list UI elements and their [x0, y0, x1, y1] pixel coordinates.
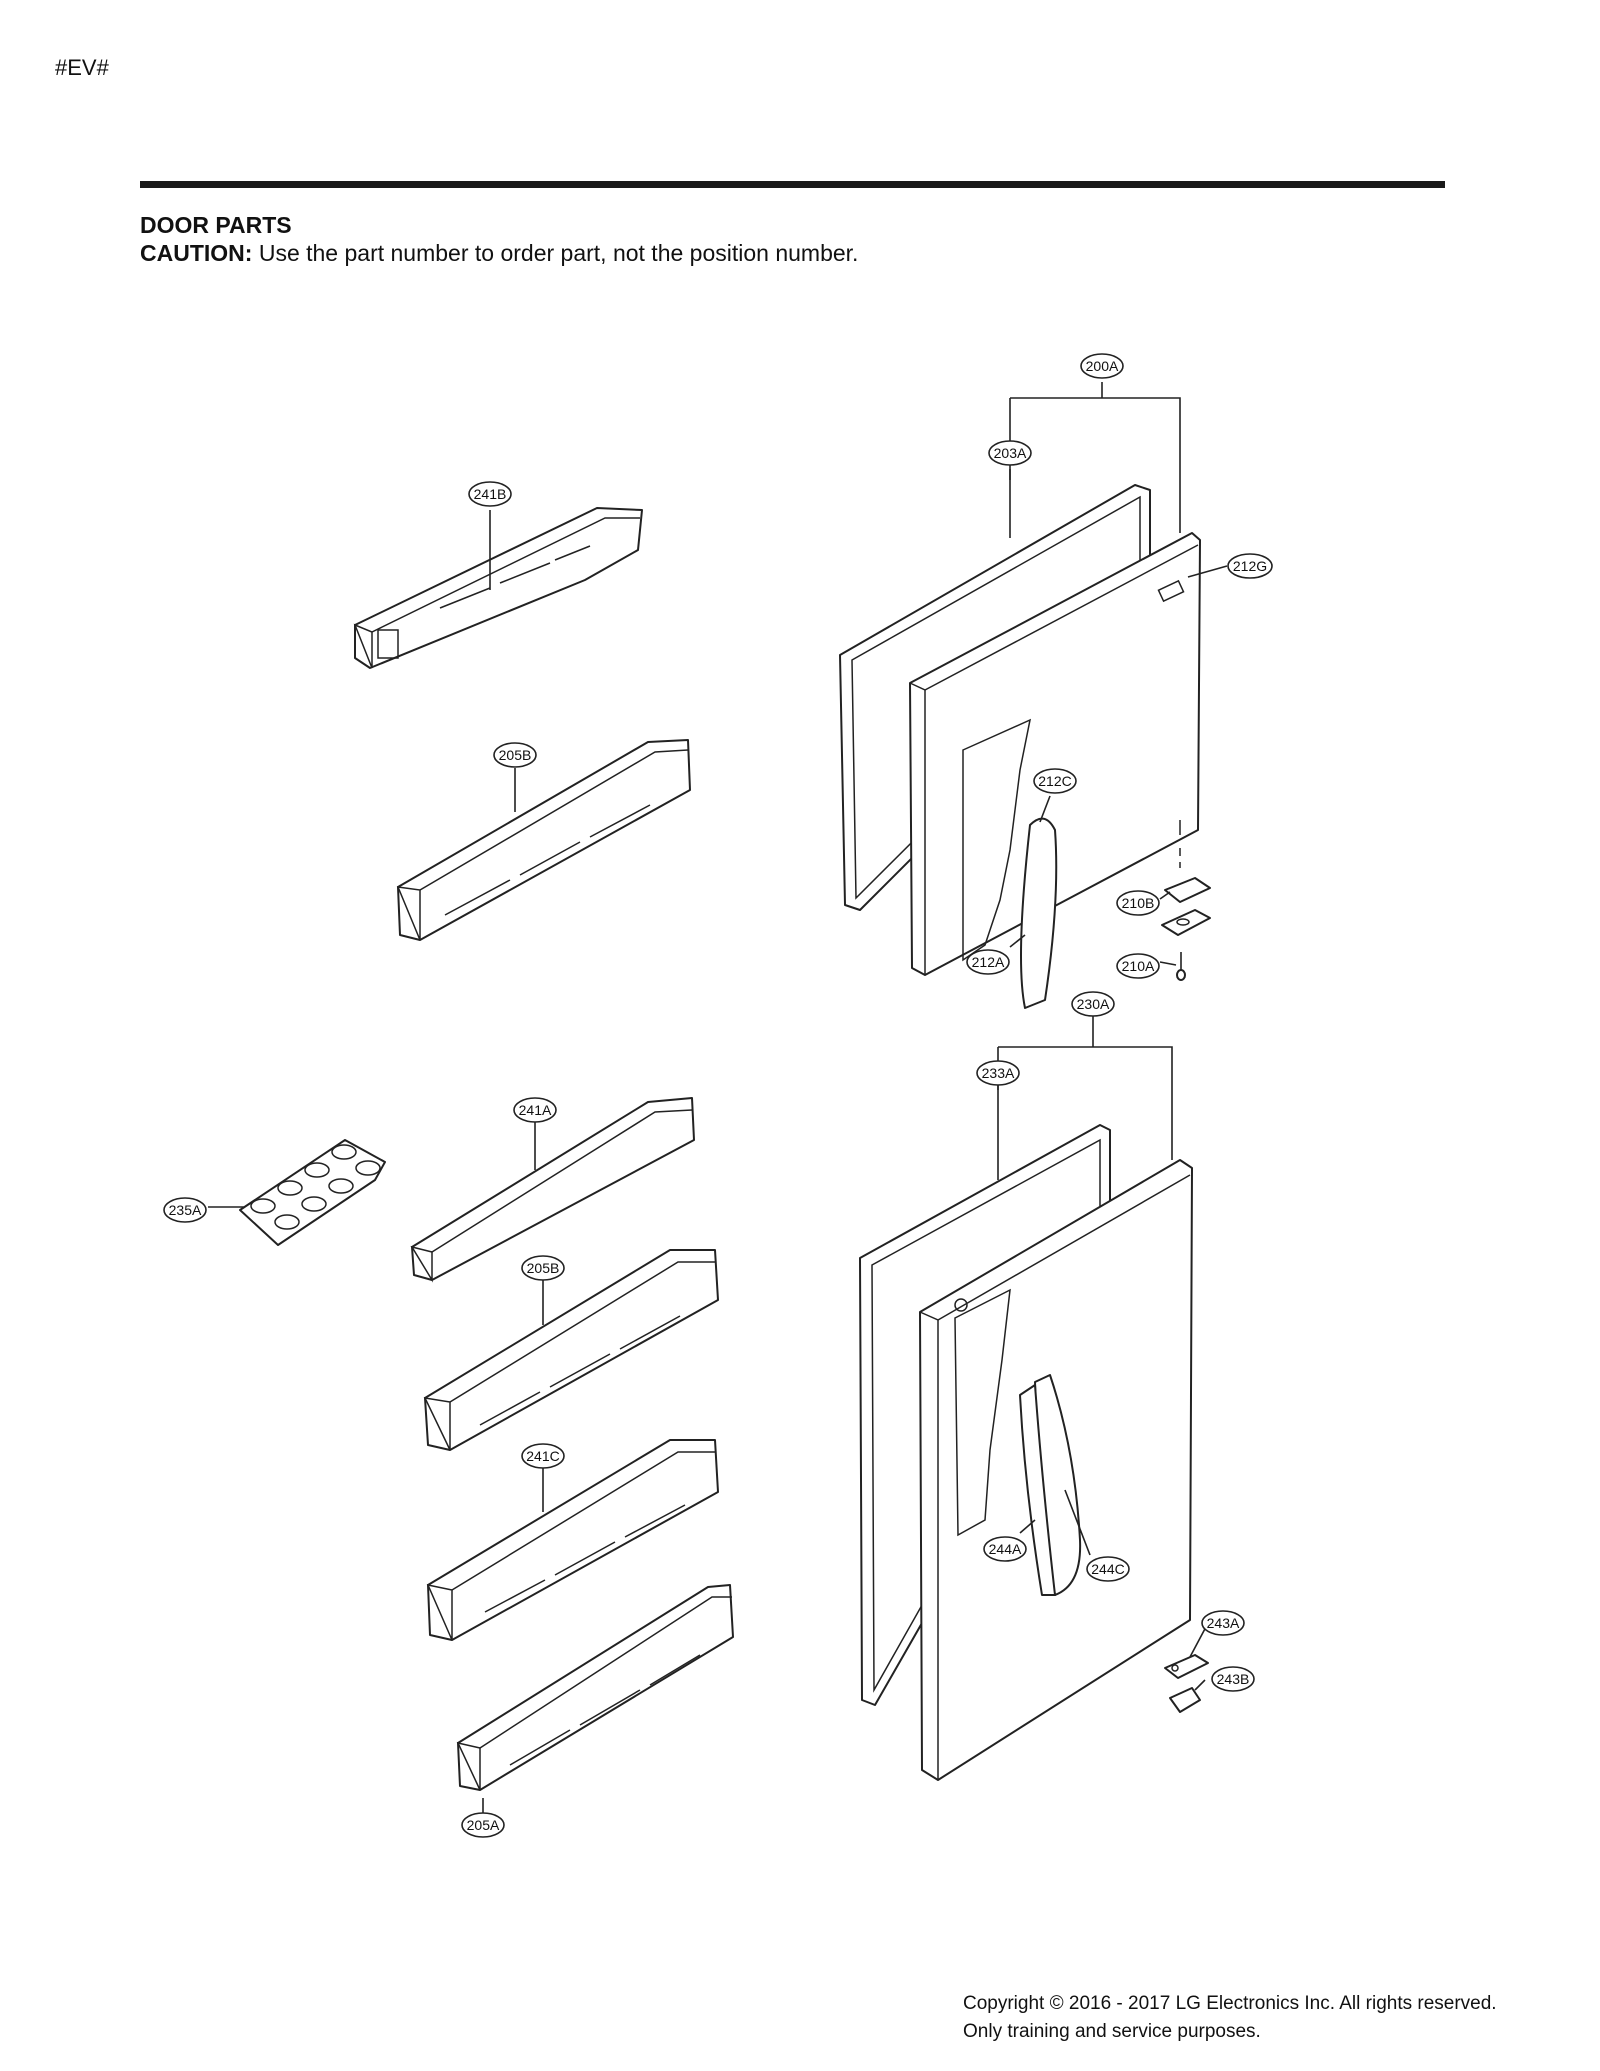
section-title: DOOR PARTS: [140, 212, 292, 238]
svg-text:212G: 212G: [1233, 558, 1267, 574]
callout-243B: 243B: [1211, 1666, 1255, 1692]
svg-text:233A: 233A: [982, 1065, 1015, 1081]
callout-230A: 230A: [1071, 991, 1115, 1017]
callout-210B: 210B: [1116, 890, 1160, 916]
svg-text:230A: 230A: [1077, 996, 1110, 1012]
svg-text:212A: 212A: [972, 954, 1005, 970]
door-bin-241a: [410, 1097, 695, 1283]
svg-text:243A: 243A: [1207, 1615, 1240, 1631]
callout-212G: 212G: [1227, 553, 1273, 579]
callout-205A: 205A: [461, 1812, 505, 1838]
caution-note: CAUTION: Use the part number to order pa…: [140, 240, 858, 267]
callout-241A: 241A: [513, 1097, 557, 1123]
svg-text:210B: 210B: [1122, 895, 1155, 911]
door-bin-205b-upper: [396, 739, 691, 941]
svg-text:244A: 244A: [989, 1541, 1022, 1557]
callout-244C: 244C: [1086, 1556, 1130, 1582]
copyright-notice: Copyright © 2016 - 2017 LG Electronics I…: [963, 1990, 1497, 2046]
door-bin-205b-lower: [423, 1249, 719, 1451]
callout-203A: 203A: [988, 440, 1032, 466]
upper-hinge: [1161, 820, 1211, 981]
svg-text:243B: 243B: [1217, 1671, 1250, 1687]
svg-text:205A: 205A: [467, 1817, 500, 1833]
callout-241B: 241B: [468, 481, 512, 507]
svg-text:200A: 200A: [1086, 358, 1119, 374]
callout-244A: 244A: [983, 1536, 1027, 1562]
callout-233A: 233A: [976, 1060, 1020, 1086]
copyright-line-1: Copyright © 2016 - 2017 LG Electronics I…: [963, 1993, 1497, 2014]
svg-text:205B: 205B: [499, 747, 532, 763]
door-bin-241c: [426, 1439, 719, 1641]
callout-210A: 210A: [1116, 953, 1160, 979]
header-rule: [140, 181, 1445, 188]
callout-241C: 241C: [521, 1443, 565, 1469]
svg-text:210A: 210A: [1122, 958, 1155, 974]
callout-235A: 235A: [163, 1197, 207, 1223]
callout-200A: 200A: [1080, 353, 1124, 379]
door-bin-241b: [353, 507, 643, 669]
callout-212A: 212A: [966, 949, 1010, 975]
lower-door-handle: [1019, 1374, 1082, 1596]
svg-text:212C: 212C: [1038, 773, 1071, 789]
callout-212C: 212C: [1033, 768, 1077, 794]
svg-text:241A: 241A: [519, 1102, 552, 1118]
door-bin-205a: [456, 1584, 734, 1791]
callout-205B-upper: 205B: [493, 742, 537, 768]
lower-hinge: [1164, 1654, 1209, 1713]
upper-door-panel: [909, 532, 1201, 976]
svg-text:235A: 235A: [169, 1202, 202, 1218]
callout-205B-lower: 205B: [521, 1255, 565, 1281]
egg-tray-235a: [239, 1139, 386, 1246]
caution-text: Use the part number to order part, not t…: [252, 240, 859, 266]
svg-text:241B: 241B: [474, 486, 507, 502]
svg-text:241C: 241C: [526, 1448, 559, 1464]
callout-243A: 243A: [1201, 1610, 1245, 1636]
svg-text:244C: 244C: [1091, 1561, 1124, 1577]
caution-label: CAUTION:: [140, 240, 253, 266]
svg-text:205B: 205B: [527, 1260, 560, 1276]
svg-text:203A: 203A: [994, 445, 1027, 461]
upper-door-handle: [1020, 817, 1058, 1009]
header-code: #EV#: [55, 55, 109, 80]
copyright-line-2: Only training and service purposes.: [963, 2021, 1261, 2042]
